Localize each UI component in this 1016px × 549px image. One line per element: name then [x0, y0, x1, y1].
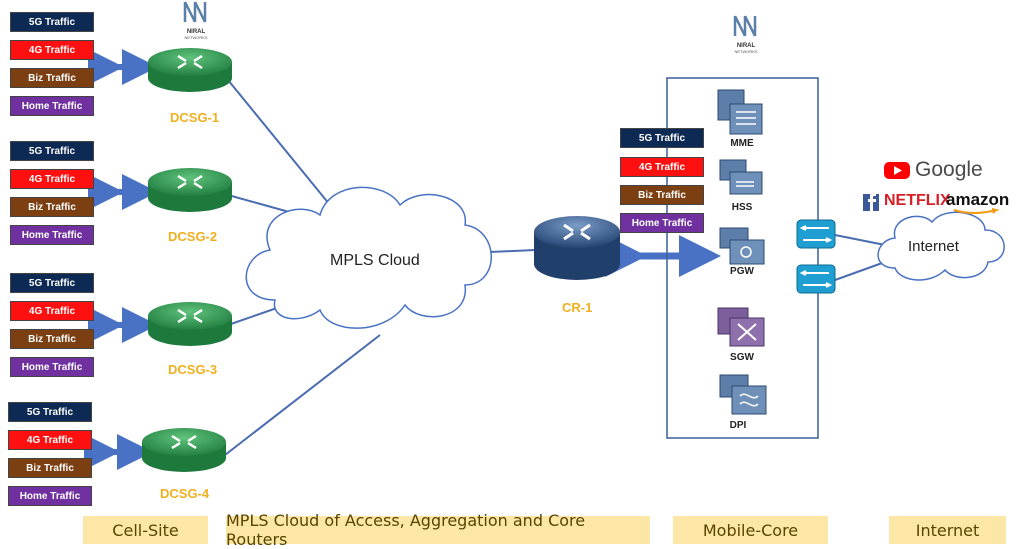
core-traffic-biz: Biz Traffic: [620, 185, 704, 205]
dpi-icon: [719, 374, 767, 415]
mpls-cloud-label: MPLS Cloud: [330, 252, 420, 269]
node-label-dpi: DPI: [729, 420, 747, 431]
google-logo: Google: [915, 158, 983, 181]
cell-3-traffic-4g: 4G Traffic: [10, 301, 94, 321]
cell-1-traffic-4g: 4G Traffic: [10, 40, 94, 60]
cell-1-traffic-5g: 5G Traffic: [10, 12, 94, 32]
mme-icon: [717, 89, 763, 135]
footer-cell-site: Cell-Site: [83, 516, 208, 544]
cell-1-traffic-biz: Biz Traffic: [10, 68, 94, 88]
router-cr-1-icon: [534, 216, 620, 280]
core-traffic-4g: 4G Traffic: [620, 157, 704, 177]
youtube-icon: [884, 162, 910, 179]
router-dcsg-1-icon: [148, 48, 232, 92]
router-dcsg-4-icon: [142, 428, 226, 472]
router-label-cr-1: CR-1: [562, 300, 593, 315]
cell-3-traffic-home: Home Traffic: [10, 357, 94, 377]
cell-4-traffic-home: Home Traffic: [8, 486, 92, 506]
niral-n-icon: [183, 1, 207, 23]
footer-mpls: MPLS Cloud of Access, Aggregation and Co…: [226, 511, 650, 549]
router-dcsg-2-icon: [148, 168, 232, 212]
netflix-logo: NETFLIX: [884, 192, 951, 209]
switch-2-icon: [796, 264, 836, 294]
hss-icon: [719, 159, 763, 195]
niral-brand-text: NIRAL: [736, 43, 756, 49]
cell-4-traffic-4g: 4G Traffic: [8, 430, 92, 450]
footer-internet: Internet: [889, 516, 1006, 544]
cell-1-traffic-home: Home Traffic: [10, 96, 94, 116]
niral-logo-right: NIRAL NETWORKS: [728, 14, 764, 54]
niral-brand-sub: NETWORKS: [734, 49, 758, 54]
mpls-cloud: [245, 186, 492, 329]
cell-4-traffic-5g: 5G Traffic: [8, 402, 92, 422]
router-label-dcsg-1: DCSG-1: [170, 110, 220, 125]
router-dcsg-3-icon: [148, 302, 232, 346]
amazon-logo: amazon: [946, 190, 1010, 209]
niral-n-icon: [733, 15, 757, 37]
cell-3-traffic-5g: 5G Traffic: [10, 273, 94, 293]
cell-2-traffic-5g: 5G Traffic: [10, 141, 94, 161]
internet-cloud: [877, 211, 1005, 281]
cell-2-traffic-4g: 4G Traffic: [10, 169, 94, 189]
node-label-sgw: SGW: [730, 352, 754, 363]
core-traffic-5g: 5G Traffic: [620, 128, 704, 148]
node-label-pgw: PGW: [730, 266, 754, 277]
mobile-core-box: [666, 77, 819, 439]
sgw-icon: [717, 307, 765, 347]
core-traffic-home: Home Traffic: [620, 213, 704, 233]
cell-2-traffic-home: Home Traffic: [10, 225, 94, 245]
niral-brand-sub: NETWORKS: [184, 35, 208, 40]
internet-cloud-label: Internet: [908, 238, 959, 255]
router-label-dcsg-4: DCSG-4: [160, 486, 210, 501]
pgw-icon: [719, 227, 765, 265]
niral-brand-text: NIRAL: [186, 29, 206, 35]
footer-mobile-core: Mobile-Core: [673, 516, 828, 544]
node-label-mme: MME: [730, 138, 754, 149]
amazon-smile-icon: [953, 208, 1000, 214]
facebook-icon: [863, 193, 879, 211]
switch-1-icon: [796, 219, 836, 249]
cell-2-traffic-biz: Biz Traffic: [10, 197, 94, 217]
router-label-dcsg-2: DCSG-2: [168, 229, 218, 244]
cell-4-traffic-biz: Biz Traffic: [8, 458, 92, 478]
router-label-dcsg-3: DCSG-3: [168, 362, 218, 377]
node-label-hss: HSS: [731, 202, 753, 213]
cell-3-traffic-biz: Biz Traffic: [10, 329, 94, 349]
niral-logo-left: NIRAL NETWORKS: [178, 0, 214, 40]
